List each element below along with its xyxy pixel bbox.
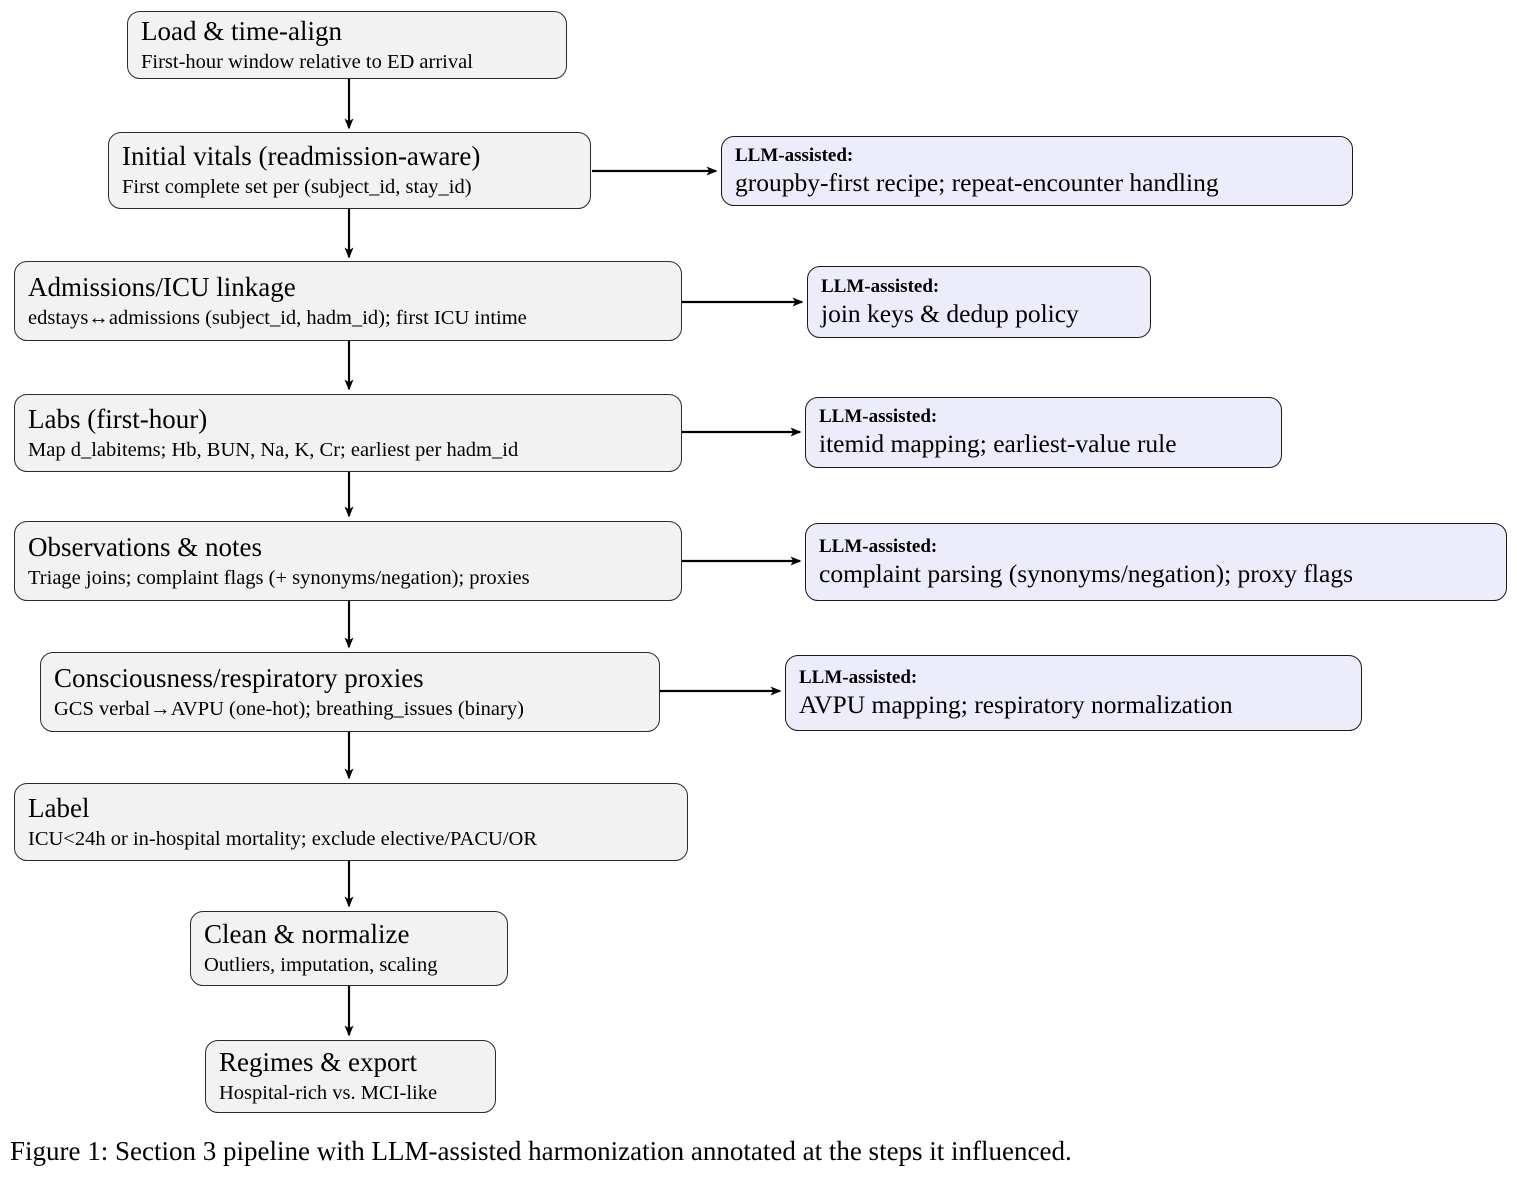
- llm-annotation-join-keys: LLM-assisted: join keys & dedup policy: [807, 266, 1151, 338]
- llm-annotation-text: join keys & dedup policy: [821, 298, 1079, 328]
- step-subtitle: ICU<24h or in-hospital mortality; exclud…: [28, 827, 537, 850]
- step-title: Label: [28, 792, 90, 823]
- step-title: Consciousness/respiratory proxies: [54, 662, 424, 693]
- llm-annotation-label: LLM-assisted:: [821, 275, 940, 297]
- figure-caption: Figure 1: Section 3 pipeline with LLM-as…: [10, 1136, 1072, 1166]
- llm-annotation-complaint-parsing: LLM-assisted: complaint parsing (synonym…: [805, 523, 1507, 601]
- llm-annotation-label: LLM-assisted:: [735, 144, 854, 166]
- step-subtitle: Map d_labitems; Hb, BUN, Na, K, Cr; earl…: [28, 438, 519, 461]
- step-box-admissions-icu-linkage: Admissions/ICU linkage edstays↔admission…: [14, 261, 682, 341]
- step-title: Labs (first-hour): [28, 403, 208, 434]
- step-subtitle: edstays↔admissions (subject_id, hadm_id)…: [28, 306, 527, 329]
- step-box-clean-normalize: Clean & normalize Outliers, imputation, …: [190, 911, 508, 986]
- llm-annotation-text: itemid mapping; earliest-value rule: [819, 429, 1177, 459]
- step-box-regimes-export: Regimes & export Hospital-rich vs. MCI-l…: [205, 1040, 496, 1113]
- llm-annotation-text: AVPU mapping; respiratory normalization: [799, 689, 1233, 719]
- llm-annotation-text: groupby-first recipe; repeat-encounter h…: [735, 167, 1219, 197]
- llm-annotation-avpu-mapping: LLM-assisted: AVPU mapping; respiratory …: [785, 655, 1362, 731]
- step-subtitle: Outliers, imputation, scaling: [204, 954, 438, 977]
- step-title: Observations & notes: [28, 531, 262, 562]
- llm-annotation-label: LLM-assisted:: [799, 666, 918, 688]
- step-title: Initial vitals (readmission-aware): [122, 141, 481, 172]
- step-title: Admissions/ICU linkage: [28, 271, 296, 302]
- step-title: Regimes & export: [219, 1047, 417, 1078]
- llm-annotation-itemid-mapping: LLM-assisted: itemid mapping; earliest-v…: [805, 397, 1282, 468]
- step-box-labs-first-hour: Labs (first-hour) Map d_labitems; Hb, BU…: [14, 394, 682, 472]
- llm-annotation-label: LLM-assisted:: [819, 406, 938, 428]
- llm-annotation-text: complaint parsing (synonyms/negation); p…: [819, 558, 1353, 588]
- step-subtitle: Hospital-rich vs. MCI-like: [219, 1082, 438, 1105]
- step-box-consciousness-respiratory: Consciousness/respiratory proxies GCS ve…: [40, 652, 660, 732]
- step-box-observations-notes: Observations & notes Triage joins; compl…: [14, 521, 682, 601]
- llm-annotation-groupby-first: LLM-assisted: groupby-first recipe; repe…: [721, 136, 1353, 206]
- step-box-load-time-align: Load & time-align First-hour window rela…: [127, 11, 567, 79]
- llm-annotation-label: LLM-assisted:: [819, 535, 938, 557]
- step-box-label: Label ICU<24h or in-hospital mortality; …: [14, 783, 688, 861]
- step-subtitle: First complete set per (subject_id, stay…: [122, 176, 472, 199]
- step-subtitle: Triage joins; complaint flags (+ synonym…: [28, 566, 530, 589]
- step-box-initial-vitals: Initial vitals (readmission-aware) First…: [108, 132, 591, 209]
- step-title: Load & time-align: [141, 15, 342, 46]
- step-subtitle: GCS verbal→AVPU (one-hot); breathing_iss…: [54, 697, 524, 720]
- step-title: Clean & normalize: [204, 919, 410, 950]
- step-subtitle: First-hour window relative to ED arrival: [141, 50, 473, 73]
